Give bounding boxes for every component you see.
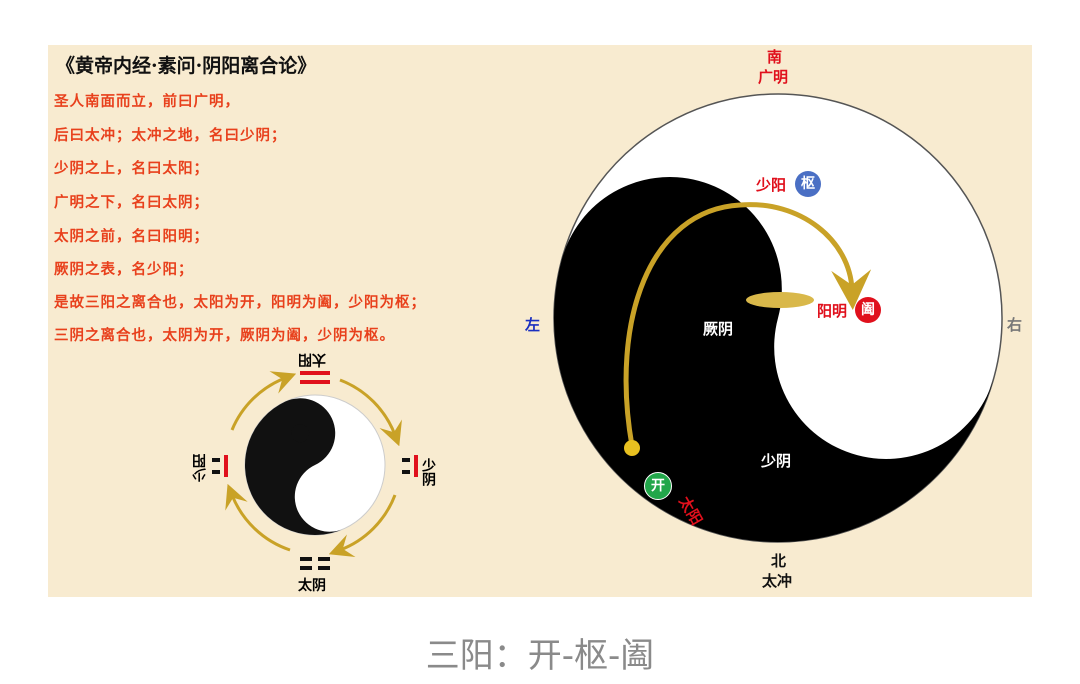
gold-arrow: [623, 202, 872, 447]
label-jueyin: 厥阴: [703, 320, 734, 338]
badge-he: 阖: [855, 297, 881, 323]
gold-ball-icon: [624, 440, 640, 456]
passage-line: 广明之下，名曰太阴；: [54, 194, 209, 211]
label-shaoyang: 少阳: [756, 176, 787, 194]
large-yin-yang-icon: [553, 93, 1003, 543]
passage-line: 后曰太冲；太冲之地，名曰少阴；: [54, 127, 287, 144]
trigram-taiyin: [300, 557, 330, 570]
passage-line: 太阴之前，名曰阳明；: [54, 228, 209, 245]
trigram-shaoyin: [402, 455, 418, 477]
label-guangming: 广明: [758, 68, 789, 86]
label-taiyin-small: 太阴: [298, 578, 326, 594]
badge-shu: 枢: [795, 171, 821, 197]
label-south: 南: [767, 48, 783, 66]
label-left: 左: [525, 316, 541, 334]
label-shaoyin: 少阴: [761, 452, 792, 470]
passage-line: 三阴之离合也，太阴为开，厥阴为阖，少阴为枢。: [54, 327, 395, 344]
small-yin-yang-icon: [244, 394, 386, 536]
label-shaoyang-small: 少阳: [192, 454, 208, 482]
passage-line: 圣人南面而立，前曰广明，: [54, 93, 240, 110]
passage-line: 厥阴之表，名少阳；: [54, 261, 194, 278]
label-taichong: 太冲: [762, 572, 793, 590]
label-right: 右: [1007, 316, 1023, 334]
gold-ornament-icon: [746, 292, 814, 308]
trigram-taiyang: [300, 371, 330, 384]
badge-kai: 开: [644, 472, 672, 500]
caption: 三阳：开-枢-阖: [425, 636, 655, 676]
source-title: 《黄帝内经·素问·阴阳离合论》: [56, 55, 317, 77]
label-shaoyin-small: 少阴: [420, 458, 436, 486]
label-yangming: 阳明: [817, 302, 848, 320]
cycle-arrows: [225, 371, 402, 557]
trigram-shaoyang: [212, 455, 228, 477]
label-north: 北: [771, 552, 787, 570]
passage-line: 是故三阳之离合也，太阳为开，阳明为阖，少阳为枢；: [54, 294, 426, 311]
passage-line: 少阴之上，名曰太阳；: [54, 160, 209, 177]
label-taiyang-small: 太阳: [298, 351, 326, 367]
